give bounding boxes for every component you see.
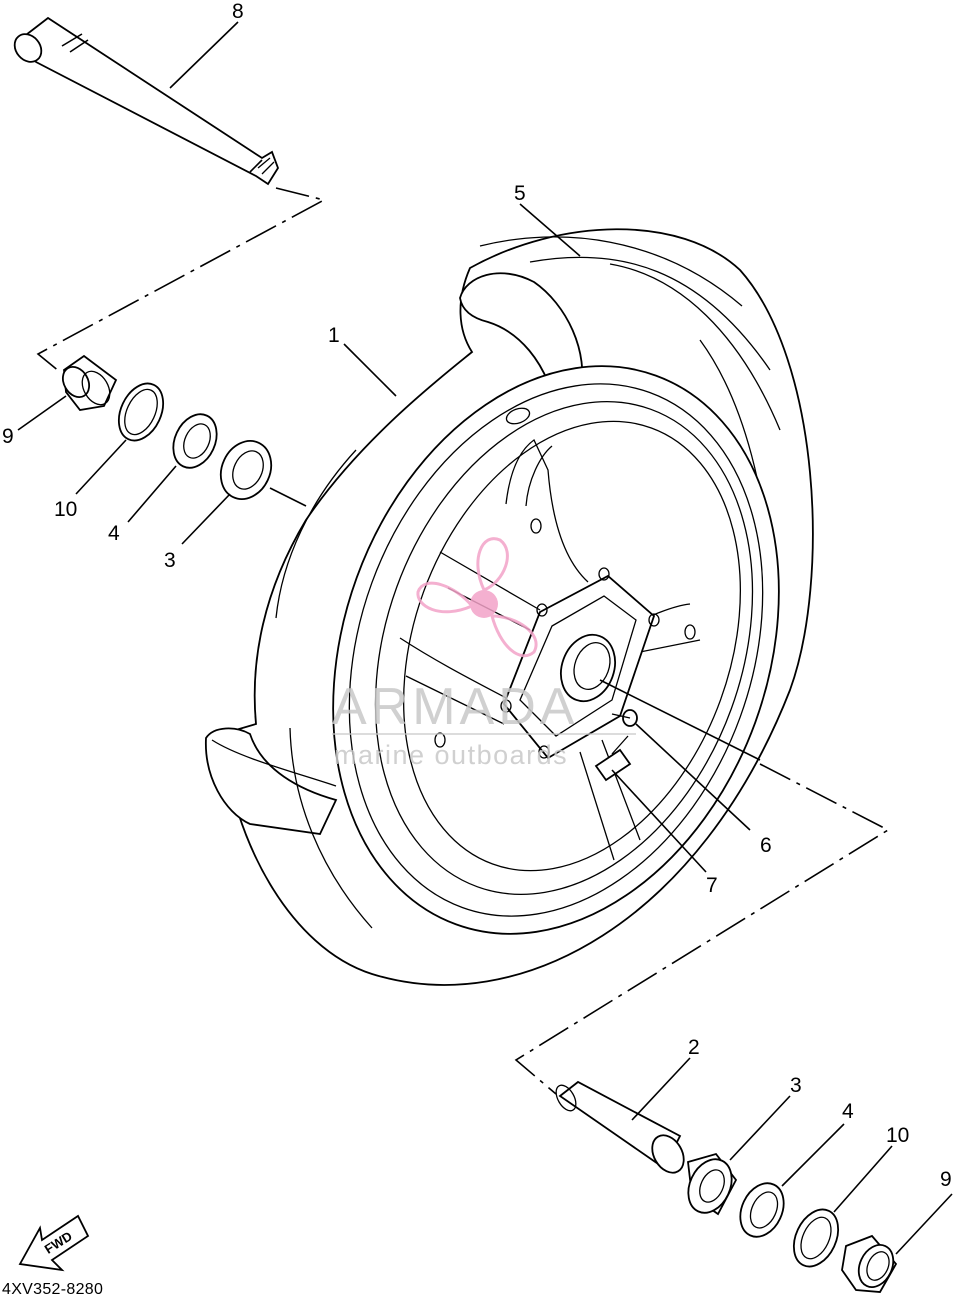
watermark-tagline: marine outboards: [334, 740, 568, 770]
bolt-part-6[interactable]: [611, 709, 638, 727]
leader-8: [169, 21, 239, 89]
callout-3-left: 3: [164, 549, 176, 572]
leader-9-right: [895, 1193, 953, 1255]
callout-2: 2: [688, 1036, 700, 1059]
callout-10-left: 10: [54, 498, 77, 521]
oil-seal-part-10-left[interactable]: [110, 376, 172, 447]
callout-6: 6: [760, 834, 772, 857]
assembly-axis-lower: [514, 763, 890, 1095]
oil-seal-part-10-right[interactable]: [785, 1202, 847, 1273]
bearing-part-3-right[interactable]: [680, 1152, 740, 1220]
watermark: ARMADA marine outboards: [332, 537, 636, 770]
collar-part-9-right[interactable]: [841, 1234, 900, 1293]
assembly-axis-upper: [36, 187, 327, 373]
propeller-logo-icon: [416, 537, 538, 658]
callout-10-right: 10: [886, 1124, 909, 1147]
axle-part-8[interactable]: [9, 16, 279, 186]
callout-9-left: 9: [2, 425, 14, 448]
leader-10-right: [833, 1145, 893, 1213]
bearing-part-4-left[interactable]: [165, 407, 225, 475]
leader-2: [631, 1057, 691, 1121]
callout-8: 8: [232, 0, 244, 23]
spacer-part-2[interactable]: [552, 1080, 690, 1178]
leader-4-right: [781, 1123, 845, 1187]
leader-9-left: [17, 395, 67, 431]
collar-part-9-left[interactable]: [58, 354, 118, 411]
leader-7: [611, 769, 707, 873]
callout-9-right: 9: [940, 1168, 952, 1191]
leader-6: [635, 723, 751, 831]
valve-part-7[interactable]: [594, 735, 632, 782]
leader-4-left: [127, 465, 177, 523]
bearing-part-4-right[interactable]: [732, 1176, 792, 1244]
leader-10-left: [75, 439, 127, 495]
leader-1: [343, 343, 397, 397]
diagram-code: 4XV352-8280: [2, 1281, 104, 1298]
callout-5: 5: [514, 182, 526, 205]
callout-4-right: 4: [842, 1100, 854, 1123]
hub-axis-line: [599, 679, 761, 761]
callout-3-right: 3: [790, 1074, 802, 1097]
cast-wheel-part-1[interactable]: [257, 303, 855, 997]
leader-5: [519, 203, 581, 257]
callout-4-left: 4: [108, 522, 120, 545]
callout-7: 7: [706, 874, 718, 897]
axis-stub-left: [269, 487, 307, 507]
watermark-brand: ARMADA: [332, 678, 578, 736]
bearing-part-3-left[interactable]: [212, 433, 281, 508]
callout-1: 1: [328, 324, 340, 347]
leader-3-left: [181, 493, 231, 545]
forward-arrow-icon: FWD: [18, 1214, 90, 1272]
leader-3-right: [729, 1095, 791, 1161]
